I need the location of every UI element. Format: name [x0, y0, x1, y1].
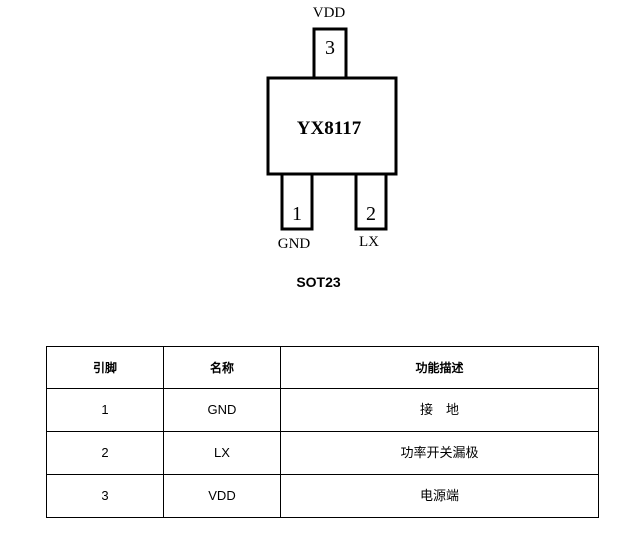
table-header-row: 引脚 名称 功能描述 [46, 346, 599, 389]
cell-name: GND [163, 388, 281, 432]
cell-pin: 3 [46, 474, 164, 518]
cell-name: VDD [163, 474, 281, 518]
pin-1-lead [280, 172, 314, 231]
chip-label: YX8117 [297, 118, 362, 139]
cell-name: LX [163, 431, 281, 475]
table-row: 3 VDD 电源端 [46, 474, 599, 518]
chip-body [266, 76, 398, 176]
pin-2-name: LX [359, 234, 379, 250]
pin-1-number: 1 [292, 203, 302, 225]
cell-pin: 2 [46, 431, 164, 475]
header-pin: 引脚 [46, 346, 164, 389]
cell-pin: 1 [46, 388, 164, 432]
pin-3-name: VDD [313, 5, 346, 21]
pin-1-name: GND [278, 236, 311, 252]
cell-description: 接 地 [280, 388, 599, 432]
cell-description: 功率开关漏极 [280, 431, 599, 475]
header-name: 名称 [163, 346, 281, 389]
package-label: SOT23 [296, 274, 341, 290]
table-row: 2 LX 功率开关漏极 [46, 431, 599, 475]
pin-2-number: 2 [366, 203, 376, 225]
pin-3-number: 3 [325, 37, 335, 59]
pin-table: 引脚 名称 功能描述 1 GND 接 地 2 LX 功率开关漏极 3 VDD 电… [46, 346, 599, 518]
package-diagram: VDD 3 YX8117 1 2 GND LX [266, 5, 398, 252]
pin-2-lead [354, 172, 388, 231]
table-row: 1 GND 接 地 [46, 388, 599, 432]
cell-description: 电源端 [280, 474, 599, 518]
header-description: 功能描述 [280, 346, 599, 389]
